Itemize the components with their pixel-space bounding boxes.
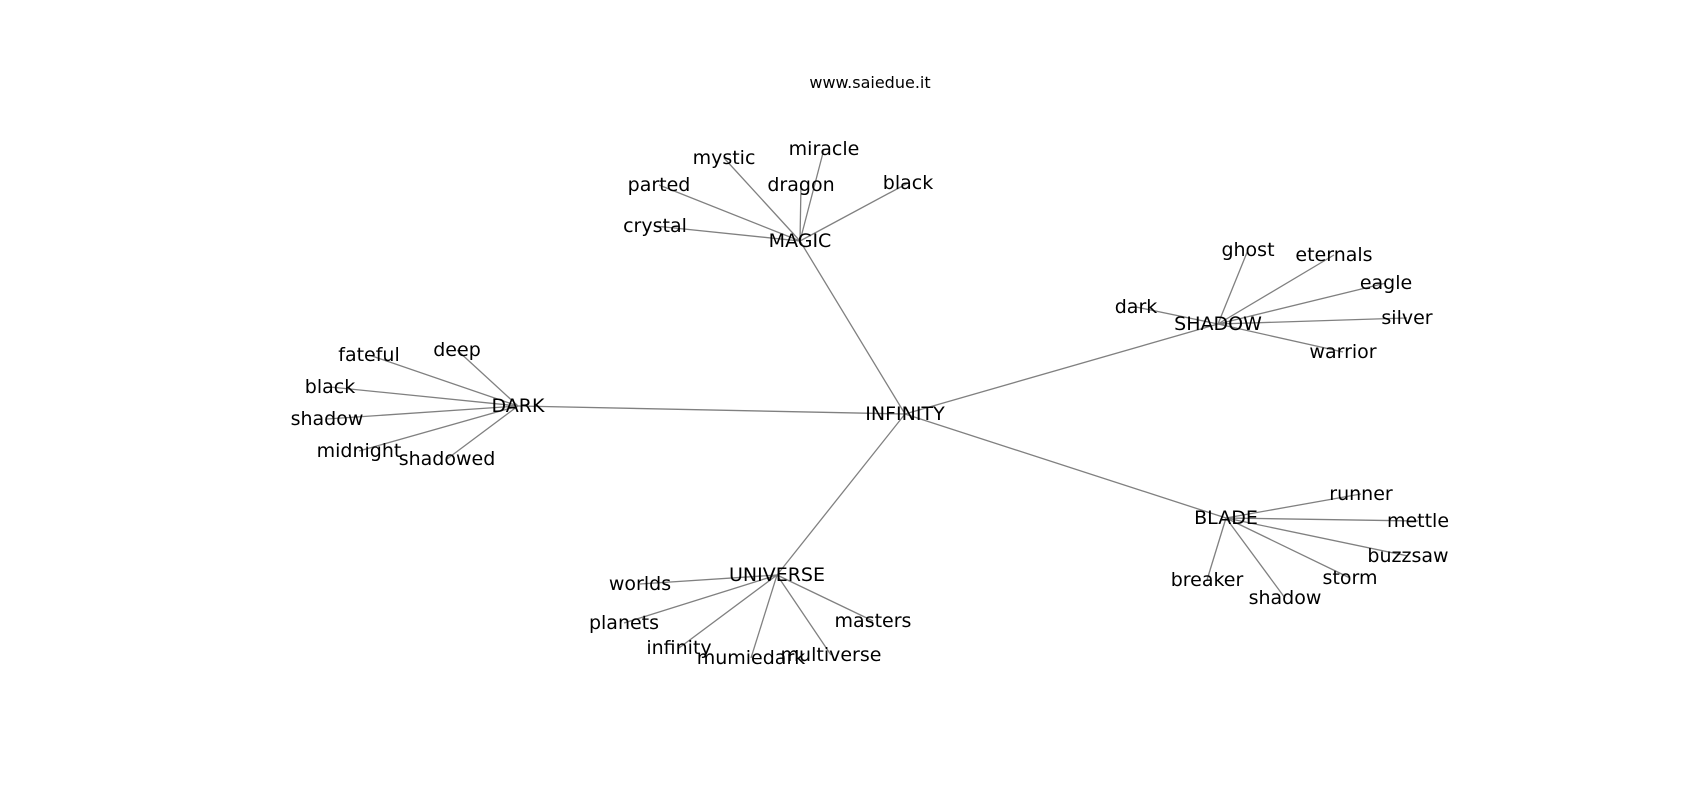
leaf-node-dark-shadowed: shadowed bbox=[399, 448, 496, 470]
hub-node-universe: UNIVERSE bbox=[729, 564, 825, 586]
edge-root-magic bbox=[799, 240, 906, 415]
leaf-node-magic-crystal: crystal bbox=[623, 215, 687, 237]
edge-shadow-dark bbox=[1135, 306, 1219, 325]
leaf-node-universe-planets: planets bbox=[589, 612, 659, 634]
edge-magic-crystal bbox=[654, 225, 801, 242]
leaf-node-dark-midnight: midnight bbox=[317, 440, 402, 462]
edge-universe-multiverse bbox=[776, 574, 832, 656]
edge-magic-dragon bbox=[799, 184, 802, 242]
edge-blade-storm bbox=[1225, 517, 1351, 579]
leaf-node-shadow-eagle: eagle bbox=[1360, 272, 1412, 294]
leaf-node-shadow-warrior: warrior bbox=[1309, 341, 1376, 363]
hub-node-magic: MAGIC bbox=[769, 230, 832, 252]
edge-shadow-eagle bbox=[1217, 282, 1387, 325]
site-title: www.saiedue.it bbox=[809, 73, 930, 92]
edge-universe-mumiedark bbox=[750, 574, 778, 659]
leaf-node-shadow-eternals: eternals bbox=[1295, 244, 1372, 266]
leaf-node-universe-infinity: infinity bbox=[646, 637, 711, 659]
edge-blade-runner bbox=[1225, 493, 1362, 519]
edge-blade-breaker bbox=[1206, 517, 1227, 581]
root-node-label: INFINITY bbox=[865, 403, 945, 425]
edge-dark-fateful bbox=[368, 354, 519, 407]
edge-universe-worlds bbox=[639, 574, 778, 585]
edge-shadow-eternals bbox=[1217, 254, 1335, 325]
edge-magic-miracle bbox=[799, 148, 825, 242]
edge-dark-midnight bbox=[358, 405, 519, 452]
leaf-node-shadow-silver: silver bbox=[1381, 307, 1432, 329]
leaf-node-magic-parted: parted bbox=[628, 174, 691, 196]
leaf-node-universe-worlds: worlds bbox=[609, 573, 671, 595]
leaf-node-dark-deep: deep bbox=[433, 339, 481, 361]
edge-universe-infinity bbox=[678, 574, 778, 649]
leaf-node-dark-black: black bbox=[305, 376, 355, 398]
leaf-node-universe-masters: masters bbox=[835, 610, 912, 632]
leaf-node-blade-mettle: mettle bbox=[1387, 510, 1449, 532]
leaf-node-shadow-ghost: ghost bbox=[1221, 239, 1274, 261]
leaf-node-universe-multiverse: multiverse bbox=[781, 644, 882, 666]
leaf-node-blade-shadow: shadow bbox=[1249, 587, 1322, 609]
edge-universe-planets bbox=[623, 574, 778, 624]
edge-dark-black bbox=[329, 386, 519, 407]
edge-blade-mettle bbox=[1225, 517, 1419, 522]
leaf-node-blade-buzzsaw: buzzsaw bbox=[1367, 545, 1448, 567]
leaf-node-magic-dragon: dragon bbox=[767, 174, 834, 196]
hub-node-dark: DARK bbox=[492, 395, 545, 417]
edge-layer bbox=[326, 148, 1419, 659]
edge-dark-deep bbox=[456, 349, 519, 407]
leaf-node-magic-miracle: miracle bbox=[789, 138, 860, 160]
edge-blade-buzzsaw bbox=[1225, 517, 1409, 557]
leaf-node-shadow-dark: dark bbox=[1115, 296, 1158, 318]
edge-magic-black bbox=[799, 182, 909, 242]
leaf-node-magic-black: black bbox=[883, 172, 933, 194]
edge-dark-shadow bbox=[326, 405, 519, 420]
edge-root-dark bbox=[517, 405, 906, 415]
edge-magic-mystic bbox=[723, 157, 801, 242]
leaf-node-magic-mystic: mystic bbox=[693, 147, 756, 169]
edge-shadow-silver bbox=[1217, 317, 1408, 325]
edge-root-blade bbox=[904, 413, 1227, 519]
edge-root-shadow bbox=[904, 323, 1219, 415]
edge-shadow-warrior bbox=[1217, 323, 1344, 353]
edge-dark-shadowed bbox=[446, 405, 519, 460]
edge-blade-shadow bbox=[1225, 517, 1286, 599]
leaf-node-blade-storm: storm bbox=[1323, 567, 1378, 589]
leaf-node-universe-mumiedark: mumiedark bbox=[697, 647, 806, 669]
leaf-node-dark-fateful: fateful bbox=[338, 344, 399, 366]
hub-node-shadow: SHADOW bbox=[1174, 313, 1262, 335]
edge-shadow-ghost bbox=[1217, 249, 1249, 325]
edge-magic-parted bbox=[658, 184, 801, 242]
edge-root-universe bbox=[776, 413, 906, 576]
edge-universe-masters bbox=[776, 574, 874, 622]
leaf-node-blade-runner: runner bbox=[1329, 483, 1393, 505]
leaf-node-blade-breaker: breaker bbox=[1171, 569, 1244, 591]
hub-node-blade: BLADE bbox=[1194, 507, 1258, 529]
leaf-node-dark-shadow: shadow bbox=[291, 408, 364, 430]
